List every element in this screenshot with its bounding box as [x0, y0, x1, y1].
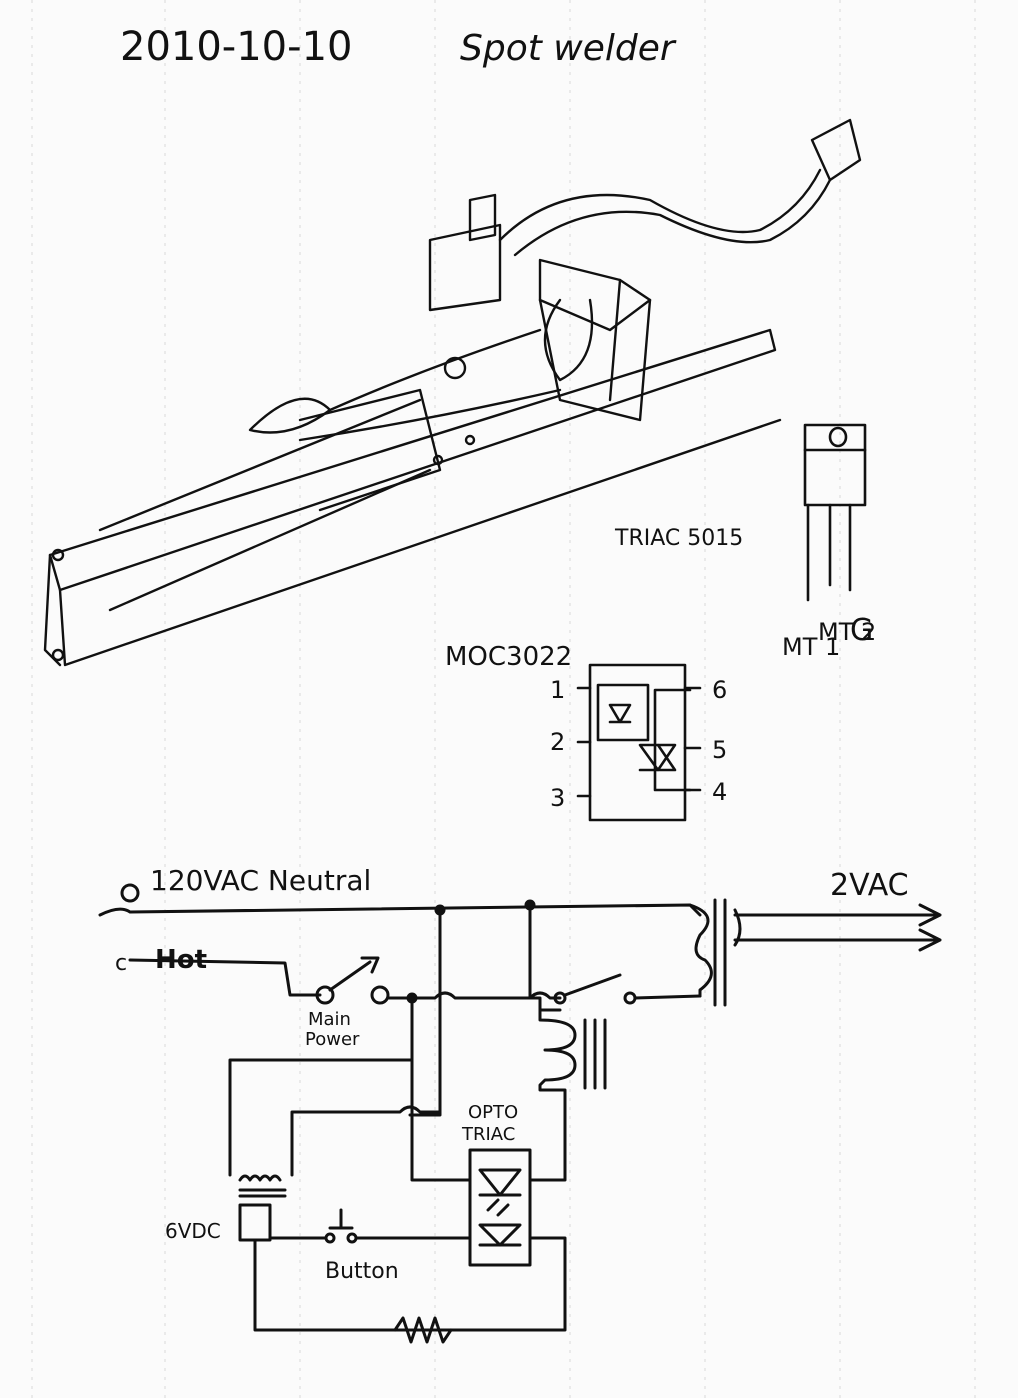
moc-label: MOC3022: [445, 642, 572, 672]
triac-pin-mt2: MT 2: [818, 618, 876, 646]
sketch-date: 2010-10-10: [120, 24, 352, 70]
opto-triac-label-2: TRIAC: [461, 1124, 515, 1145]
svg-text:c: c: [115, 951, 127, 976]
moc-pin-6: 6: [712, 676, 727, 704]
moc-pin-4: 4: [712, 778, 727, 806]
triac-label: TRIAC 5015: [614, 526, 743, 551]
moc-pin-1: 1: [550, 676, 565, 704]
moc-package: [576, 663, 702, 822]
button-label: Button: [325, 1259, 399, 1284]
output-label: 2VAC: [830, 868, 909, 903]
opto-triac-label-1: OPTO: [468, 1102, 518, 1123]
moc-pin-2: 2: [550, 728, 565, 756]
neutral-label: 120VAC Neutral: [150, 864, 371, 897]
main-power-label-2: Power: [305, 1029, 360, 1050]
sketch-title: Spot welder: [460, 28, 677, 69]
moc-pin-5: 5: [712, 736, 727, 764]
main-power-label-1: Main: [308, 1009, 351, 1030]
circuit-schematic: c: [98, 883, 942, 1344]
triac-pin-mt1: MT 1: [782, 633, 840, 661]
moc-pin-3: 3: [550, 784, 565, 812]
triac-package: [803, 423, 867, 602]
triac-pin-g: G: [850, 613, 873, 648]
supply-label: 6VDC: [165, 1219, 221, 1243]
welder-3d-sketch: [43, 118, 862, 667]
